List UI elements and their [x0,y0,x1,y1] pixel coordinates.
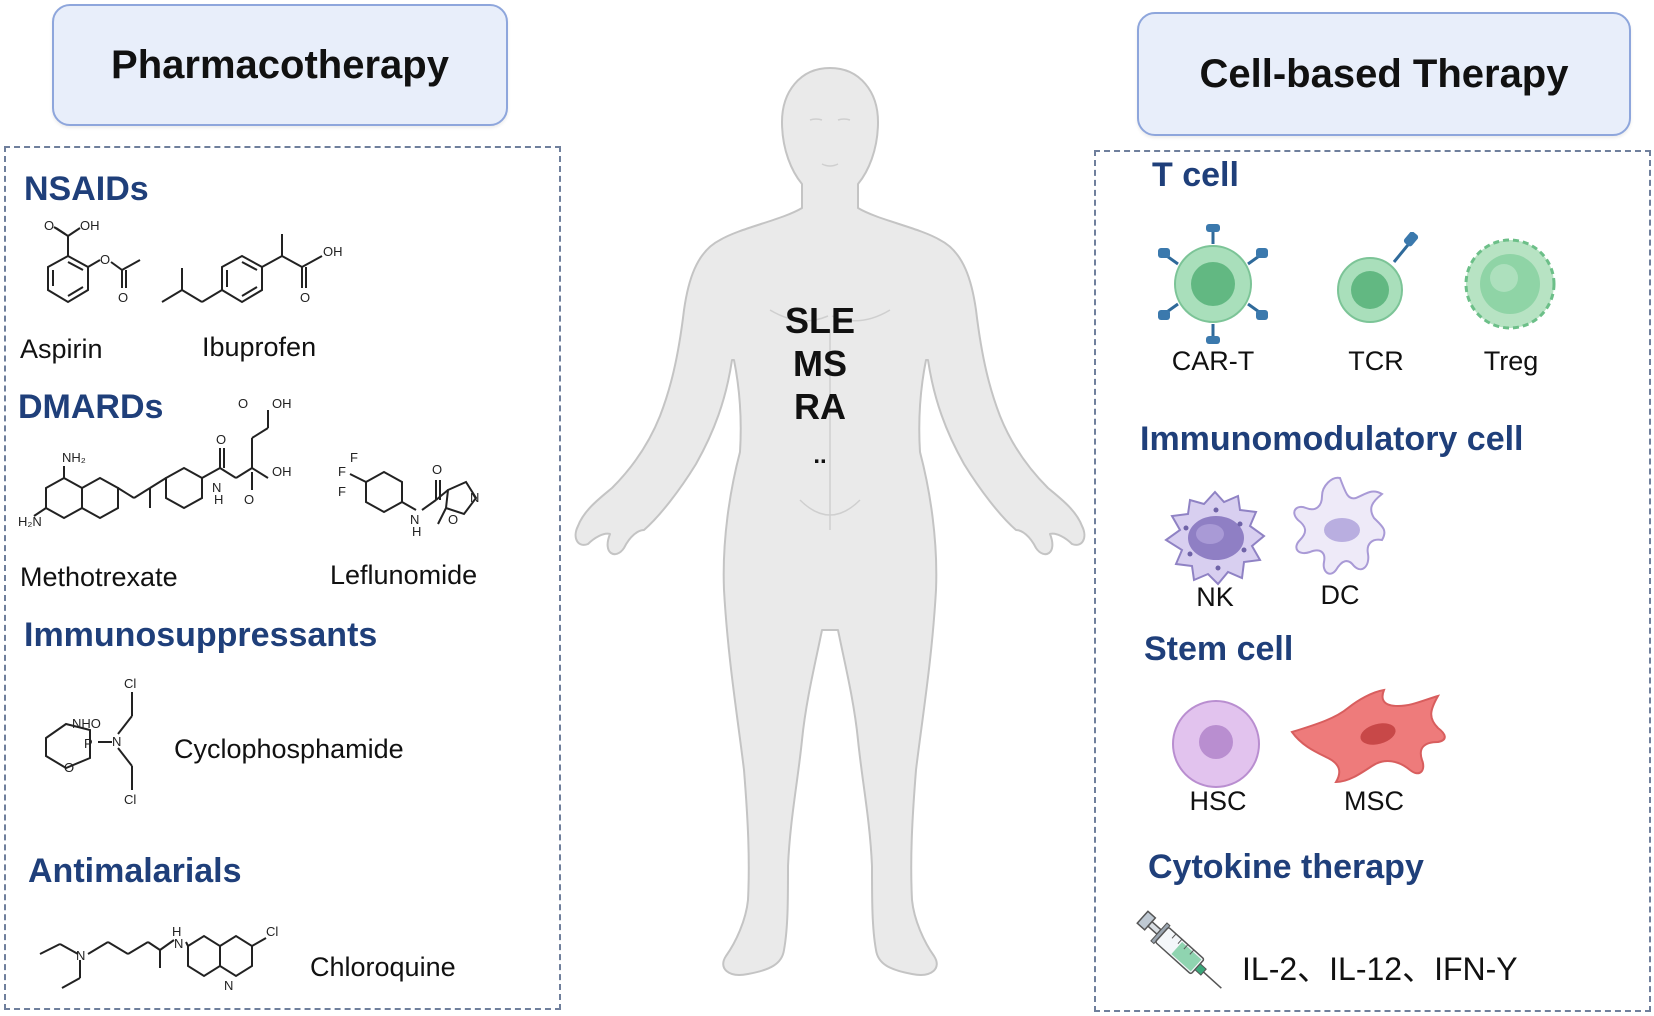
ibuprofen-label: Ibuprofen [202,332,317,362]
atom-oh: OH [272,396,292,411]
antimalarials-title: Antimalarials [28,852,242,890]
atom-o: O [432,462,442,477]
disease-more: .. [813,442,827,469]
atom-p: P [84,736,93,751]
atom-n: N [212,480,221,495]
tcr-label: TCR [1348,346,1404,376]
atom-oh: OH [80,218,100,233]
stem-cell-title: Stem cell [1144,630,1294,668]
dc-cell-icon [1293,476,1386,575]
hsc-label: HSC [1189,786,1247,816]
hsc-cell-icon [1172,700,1260,788]
immunomodulatory-cell-title: Immunomodulatory cell [1140,420,1524,458]
atom-f: F [338,464,346,479]
atom-o: O [238,396,248,411]
cell-therapy-title: Cell-based Therapy [1199,51,1569,96]
atom-cl: Cl [124,792,136,807]
atom-n: N [76,948,85,963]
disease-sle: SLE [784,300,855,341]
atom-o: O [300,290,310,305]
msc-cell-icon [1290,688,1446,784]
atom-h: H [172,924,181,939]
atom-cl: Cl [124,676,136,691]
nk-label: NK [1196,582,1234,612]
atom-o: O [118,290,128,305]
disease-ra: RA [794,386,846,427]
leflunomide-structure: F F F N H O N O [338,450,479,539]
treg-cell-icon [1464,238,1556,330]
treg-label: Treg [1483,346,1539,376]
cyclophosphamide-structure: NHO P O N Cl Cl [45,676,136,807]
atom-oh: OH [272,464,292,479]
car-t-label: CAR-T [1171,346,1255,376]
cytokine-agents-label: IL-2、IL-12、IFN-Y [1242,951,1518,987]
dc-label: DC [1320,580,1360,610]
atom-cl: Cl [266,924,278,939]
atom-h: H [214,492,223,507]
methotrexate-structure: NH₂ H₂N O N H O OH O OH [18,396,292,529]
chloroquine-structure: N H N N Cl [39,924,278,993]
cell-therapy-header: Cell-based Therapy [1137,12,1631,136]
aspirin-label: Aspirin [20,334,103,364]
immunosuppressants-title: Immunosuppressants [24,616,378,654]
pharmacotherapy-header: Pharmacotherapy [52,4,508,126]
nsaids-title: NSAIDs [24,170,149,208]
t-cell-title: T cell [1152,156,1239,194]
atom-nho: NHO [72,716,101,731]
atom-o: O [44,218,54,233]
atom-n: N [112,734,121,749]
chloroquine-label: Chloroquine [310,952,456,982]
atom-oh: OH [323,244,343,259]
atom-n: N [470,490,479,505]
car-t-cell-icon [1158,224,1268,344]
atom-n: N [224,978,233,993]
disease-ms: MS [793,343,847,384]
nk-cell-icon [1164,490,1266,586]
methotrexate-label: Methotrexate [20,562,178,592]
human-body-figure [574,67,1086,976]
syringe-icon [1136,910,1222,989]
pharmacotherapy-panel [4,146,561,1010]
cell-therapy-panel [1094,150,1651,1012]
atom-f: F [338,484,346,499]
atom-o: O [64,760,74,775]
aspirin-structure: O OH O O [44,218,141,305]
atom-h: H [412,524,421,539]
ibuprofen-structure: O OH [161,234,343,305]
cyclophosphamide-label: Cyclophosphamide [174,734,404,764]
tcr-cell-icon [1337,232,1419,323]
atom-o: O [448,512,458,527]
leflunomide-label: Leflunomide [330,560,478,590]
msc-label: MSC [1344,786,1404,816]
atom-o: O [216,432,226,447]
atom-f: F [350,450,358,465]
cytokine-therapy-title: Cytokine therapy [1148,848,1424,886]
pharmacotherapy-title: Pharmacotherapy [111,42,449,87]
atom-o: O [244,492,254,507]
atom-h2n: H₂N [18,514,42,529]
atom-o: O [100,252,110,267]
dmards-title: DMARDs [18,388,164,426]
atom-n: N [174,936,183,951]
atom-n: N [410,512,419,527]
atom-nh2: NH₂ [62,450,86,465]
